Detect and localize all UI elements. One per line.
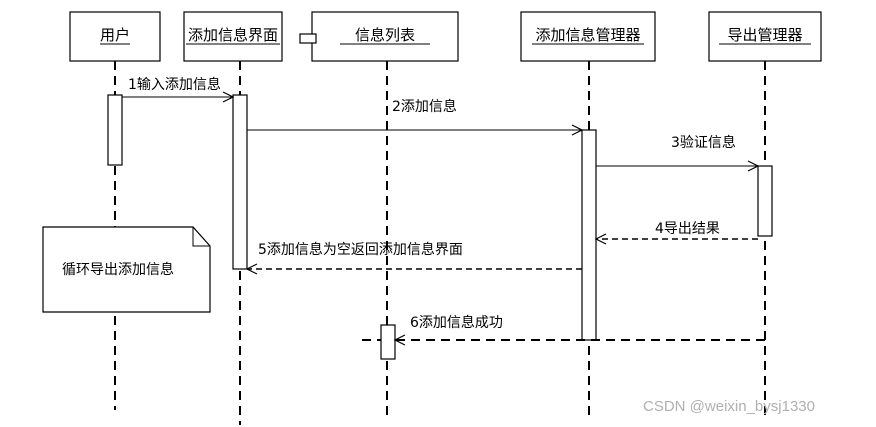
message-label: 5添加信息为空返回添加信息界面 (258, 241, 463, 258)
message-1: 1输入添加信息 (122, 76, 235, 103)
arrow-icon (571, 124, 584, 136)
message-label: 2添加信息 (392, 98, 457, 115)
arrow-icon (594, 233, 607, 245)
activation-user (107, 94, 123, 166)
object-user: 用户 (69, 11, 161, 62)
message-3: 3验证信息 (596, 134, 760, 172)
note-label: 循环导出添加信息 (62, 261, 174, 278)
object-label: 导出管理器 (727, 26, 802, 44)
message-label: 4导出结果 (655, 221, 720, 237)
object-box (708, 11, 822, 62)
object-label: 添加信息管理器 (535, 26, 640, 44)
message-4: 4导出结果 (594, 221, 758, 245)
activation-add-manager (581, 129, 597, 341)
object-label: 添加信息界面 (188, 26, 278, 44)
loop-note: 循环导出添加信息 (42, 226, 211, 313)
watermark: CSDN @weixin_bysj1330 (643, 398, 815, 415)
message-5: 5添加信息为空返回添加信息界面 (245, 241, 582, 275)
note-shape (42, 226, 211, 313)
object-add-manager: 添加信息管理器 (520, 11, 656, 62)
activation-export-manager (757, 165, 773, 237)
object-label: 用户 (100, 26, 130, 44)
activation-info-list (380, 324, 396, 360)
arrow-icon (747, 160, 760, 172)
object-label: 信息列表 (355, 26, 415, 44)
message-label: 6添加信息成功 (410, 314, 503, 331)
note-fold (192, 227, 210, 247)
arrow-icon (393, 334, 406, 346)
object-box (69, 11, 161, 62)
object-box (183, 11, 283, 62)
arrow-icon (222, 91, 235, 103)
object-port (299, 33, 317, 44)
object-add-ui: 添加信息界面 (183, 11, 283, 62)
object-info-list: 信息列表 (299, 11, 459, 62)
arrow-icon (245, 263, 258, 275)
message-label: 1输入添加信息 (128, 76, 221, 93)
message-label: 3验证信息 (671, 134, 736, 151)
message-2: 2添加信息 (247, 98, 584, 136)
activation-add-ui (232, 94, 248, 270)
message-6: 6添加信息成功 (362, 314, 765, 346)
object-export-manager: 导出管理器 (708, 11, 822, 62)
